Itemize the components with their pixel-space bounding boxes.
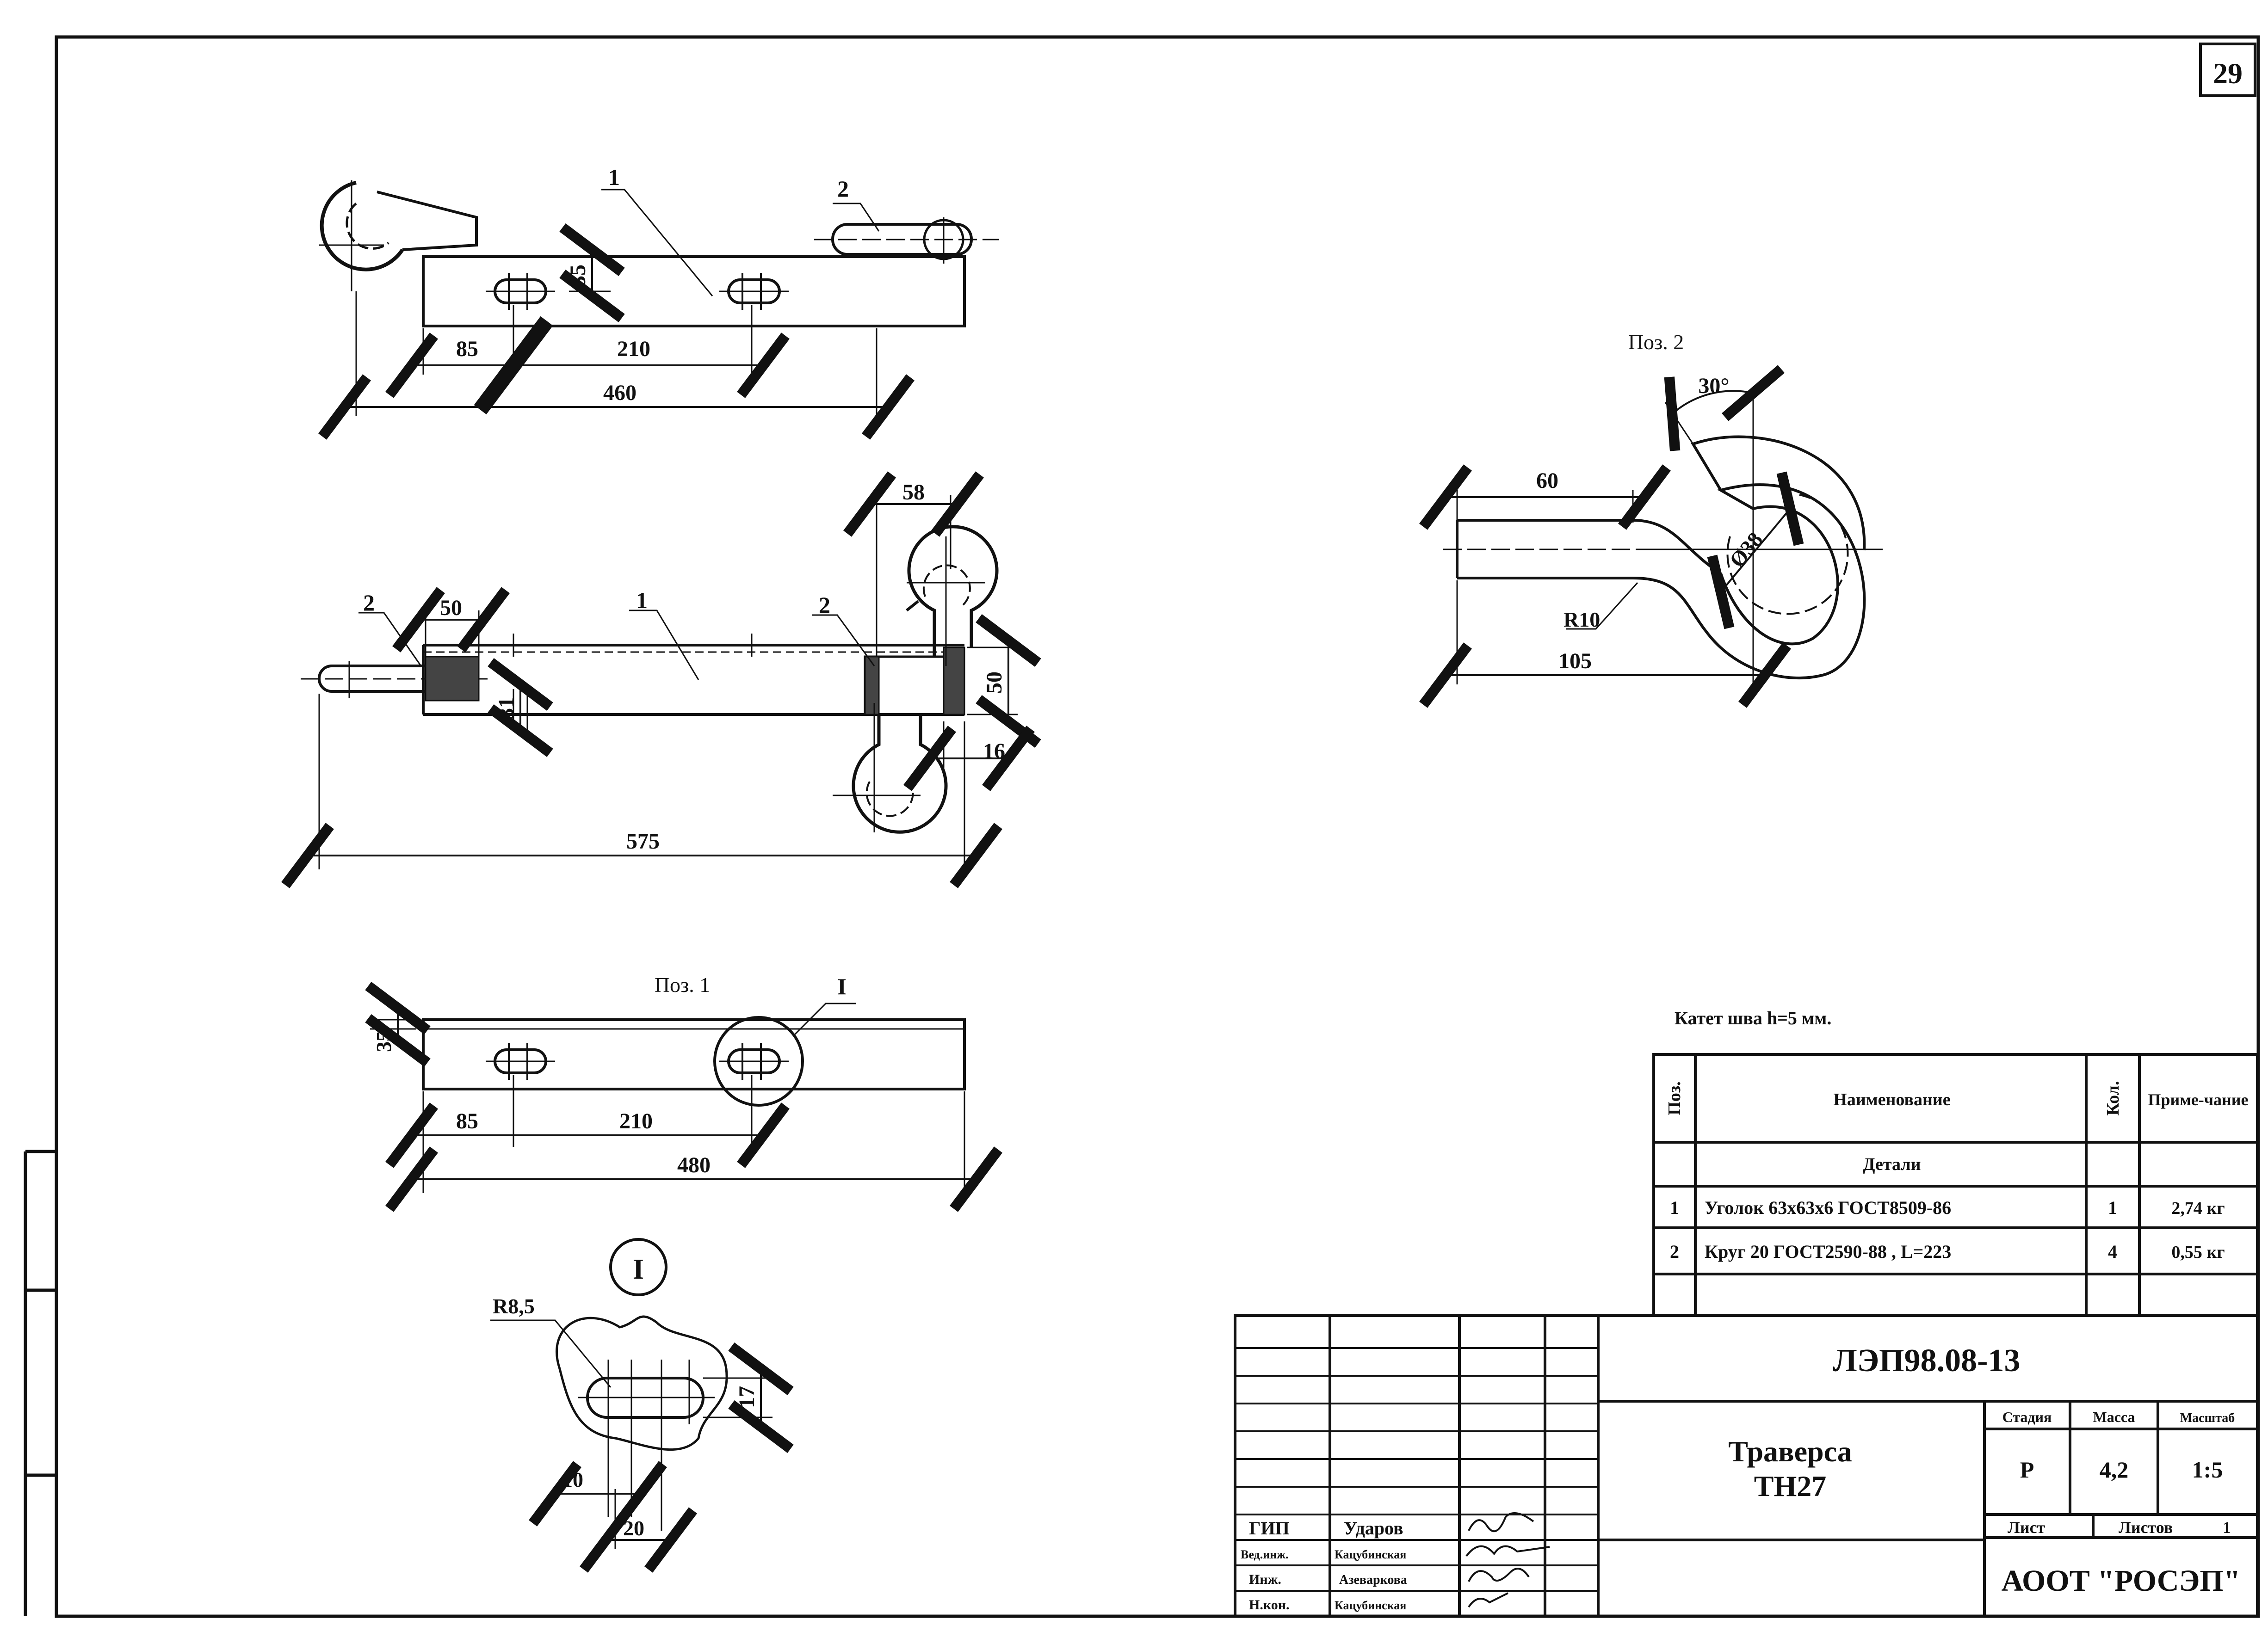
mid-dim-50-top: 50	[440, 596, 462, 620]
top-dim-85: 85	[456, 337, 478, 361]
sig-name-4: Кацубинская	[1335, 1599, 1406, 1612]
pos1-dim-85: 85	[456, 1109, 478, 1133]
stage-label: Стадия	[2002, 1409, 2052, 1425]
spec-row1-pos: 1	[1670, 1197, 1679, 1218]
detail-radius: R8,5	[493, 1294, 535, 1318]
pos2-dim-105: 105	[1558, 649, 1592, 673]
spec-header-name: Наименование	[1833, 1090, 1950, 1109]
sheet-frame	[24, 35, 2260, 1618]
top-dim-460: 460	[603, 381, 637, 405]
detail-label: I	[633, 1254, 644, 1285]
pos2-r10: R10	[1563, 608, 1600, 631]
mass-value: 4,2	[2100, 1457, 2129, 1483]
mass-label: Масса	[2093, 1409, 2135, 1425]
pos2-title: Поз. 2	[1628, 330, 1684, 354]
mid-pos2-left-label: 2	[363, 590, 375, 616]
doc-name-line1: Траверса	[1728, 1435, 1852, 1468]
top-pos1-label: 1	[608, 164, 620, 190]
detail-dim-20: 20	[623, 1516, 644, 1540]
pos1-dim-480: 480	[677, 1153, 711, 1177]
sheet-number-box: 29	[2199, 43, 2256, 97]
handwritten-signatures	[1465, 1512, 1550, 1608]
mid-pos2-right-label: 2	[819, 592, 830, 618]
top-dim-210: 210	[617, 337, 650, 361]
detail-dim-17: 17	[735, 1386, 759, 1408]
view-middle	[281, 471, 1041, 888]
sig-role-3: Инж.	[1249, 1572, 1281, 1587]
organization: АООТ "РОСЭП"	[2002, 1564, 2241, 1598]
sheets-label: Листов	[2119, 1518, 2173, 1537]
pos1-callout: I	[837, 973, 846, 999]
detail-dim-10: 10	[562, 1468, 583, 1491]
title-block	[1234, 1314, 2259, 1618]
view-top	[318, 180, 999, 416]
view-pos2	[1419, 365, 1883, 708]
sheets-value: 1	[2223, 1518, 2231, 1537]
spec-row1-qty: 1	[2108, 1197, 2117, 1218]
spec-row2-qty: 4	[2108, 1241, 2117, 1262]
spec-header-qty: Кол.	[2103, 1081, 2123, 1116]
pos1-dim-35: 35	[372, 1031, 396, 1052]
sig-role-1: ГИП	[1249, 1518, 1290, 1539]
spec-row1-note: 2,74 кг	[2171, 1199, 2225, 1218]
sheet-number: 29	[2213, 57, 2243, 90]
top-pos2-label: 2	[837, 176, 849, 202]
doc-name-line2: ТН27	[1754, 1470, 1826, 1502]
scale-value: 1:5	[2192, 1457, 2223, 1483]
mid-dim-575: 575	[626, 829, 660, 854]
sig-role-2: Вед.инж.	[1241, 1548, 1289, 1561]
spec-row2-note: 0,55 кг	[2171, 1243, 2225, 1262]
pos1-title: Поз. 1	[655, 973, 710, 997]
pos2-dim-60: 60	[1536, 468, 1558, 493]
weld-note: Катет шва h=5 мм.	[1675, 1008, 1831, 1028]
mid-dim-50-side: 50	[982, 671, 1007, 694]
mid-pos1-label: 1	[636, 587, 648, 613]
spec-header-pos: Поз.	[1665, 1081, 1684, 1115]
spec-section: Детали	[1863, 1155, 1921, 1174]
doc-code: ЛЭП98.08-13	[1833, 1343, 2021, 1379]
sheet-label: Лист	[2008, 1518, 2046, 1537]
spec-header-note: Приме-чание	[2148, 1090, 2248, 1109]
pos2-angle: 30°	[1698, 374, 1729, 398]
sig-name-3: Азеваркова	[1339, 1573, 1407, 1587]
spec-row1-name: Уголок 63х63х6 ГОСТ8509-86	[1705, 1197, 1951, 1218]
scale-label: Масштаб	[2180, 1411, 2235, 1425]
top-dim-35: 35	[566, 265, 590, 287]
pos1-dim-210: 210	[619, 1109, 653, 1133]
mid-dim-31: 31	[494, 697, 519, 719]
mid-dim-16: 16	[983, 739, 1005, 763]
mid-dim-58: 58	[902, 480, 925, 505]
view-detail-i	[490, 1238, 794, 1573]
spec-row2-name: Круг 20 ГОСТ2590-88 , L=223	[1705, 1241, 1951, 1262]
sig-role-4: Н.кон.	[1249, 1597, 1290, 1613]
stage-value: Р	[2020, 1457, 2034, 1483]
spec-row2-pos: 2	[1670, 1241, 1679, 1262]
view-pos1	[365, 982, 1002, 1212]
sig-name-1: Ударов	[1344, 1518, 1403, 1539]
sig-name-2: Кацубинская	[1335, 1548, 1406, 1561]
pos2-diameter: Ø38	[1725, 528, 1767, 572]
